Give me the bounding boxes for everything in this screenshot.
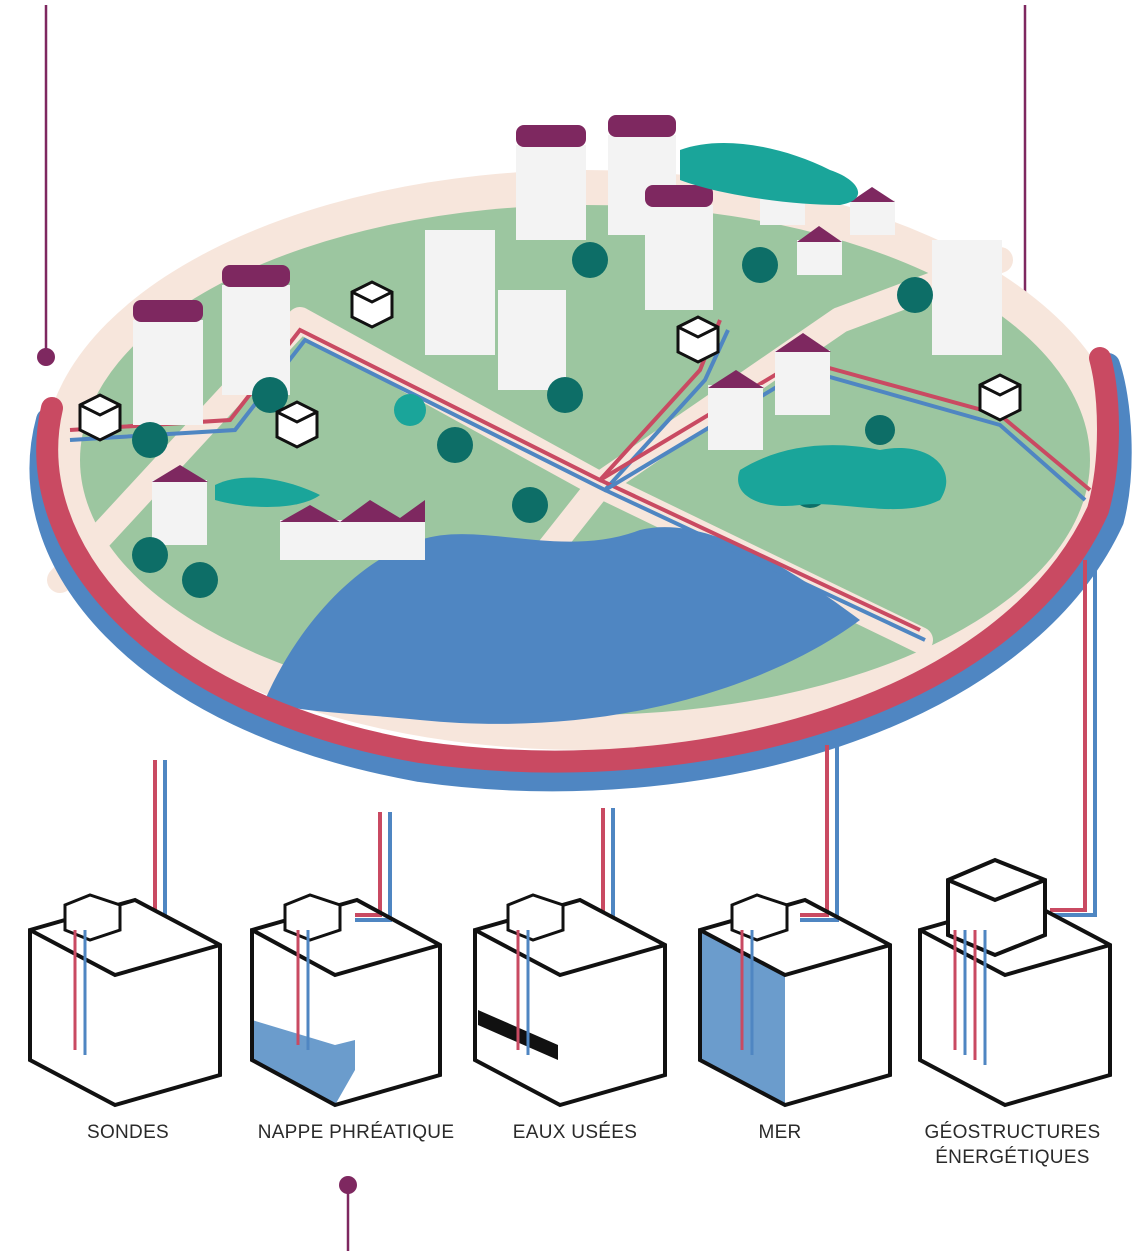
callout-pin-bottom: [339, 1176, 357, 1251]
trees: [132, 142, 947, 598]
label-geostructures-line1: GÉOSTRUCTURES: [924, 1122, 1101, 1143]
label-geostructures-line2: ÉNERGÉTIQUES: [935, 1147, 1090, 1168]
label-sondes: SONDES: [86, 1122, 170, 1143]
label-nappe-phreatique: NAPPE PHRÉATIQUE: [257, 1122, 455, 1143]
source-cube-nappe: [250, 893, 442, 1108]
label-mer: MER: [758, 1122, 802, 1143]
internal-pipes: [69, 319, 1092, 642]
source-cube-geo: [918, 857, 1112, 1108]
source-cube-eaux: [473, 893, 667, 1108]
buildings: [133, 115, 1002, 560]
source-cube-mer: [698, 893, 892, 1108]
distribution-ring: [29, 347, 1132, 792]
substations: [78, 280, 1022, 449]
source-cube-sondes: [28, 893, 222, 1108]
callout-pin-top-left: [37, 5, 55, 366]
label-eaux-usees: EAUX USÉES: [512, 1122, 638, 1143]
label-geostructures: GÉOSTRUCTURES ÉNERGÉTIQUES: [895, 1120, 1130, 1170]
